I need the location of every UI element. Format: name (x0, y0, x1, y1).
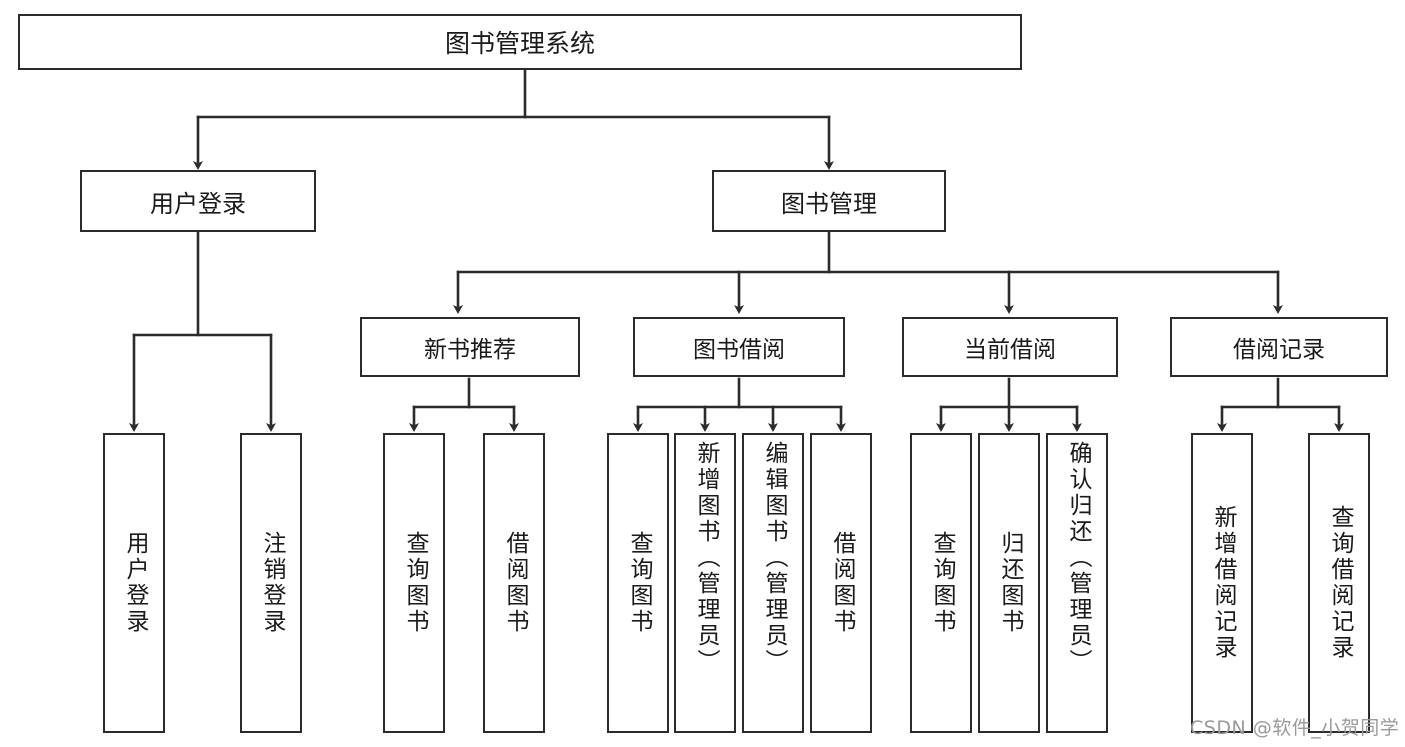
node-leaf-query-book-3[interactable]: 查询图书 (910, 433, 972, 733)
node-leaf-add-book-label: 新增图书（管理员） (692, 441, 719, 675)
node-leaf-borrow-book-2[interactable]: 借阅图书 (810, 433, 872, 733)
node-leaf-query-book-3-label: 查询图书 (928, 531, 955, 635)
node-leaf-query-book-1-label: 查询图书 (401, 531, 428, 635)
node-leaf-logout-login[interactable]: 注销登录 (240, 433, 302, 733)
node-leaf-return-book[interactable]: 归还图书 (978, 433, 1040, 733)
node-leaf-return-book-label: 归还图书 (996, 531, 1023, 635)
node-leaf-query-book-2[interactable]: 查询图书 (607, 433, 669, 733)
node-user-login[interactable]: 用户登录 (80, 170, 316, 232)
node-leaf-add-book[interactable]: 新增图书（管理员） (674, 433, 736, 733)
node-current-borrow-label: 当前借阅 (964, 337, 1056, 363)
node-leaf-add-record[interactable]: 新增借阅记录 (1191, 433, 1253, 733)
node-leaf-user-login-label: 用户登录 (121, 531, 148, 635)
node-root-label: 图书管理系统 (444, 29, 595, 58)
node-user-login-label: 用户登录 (150, 189, 246, 218)
node-book-borrow-label: 图书借阅 (693, 337, 785, 363)
node-root[interactable]: 图书管理系统 (18, 14, 1022, 70)
watermark: CSDN @软件_小贺同学 (1190, 717, 1400, 739)
node-leaf-query-book-1[interactable]: 查询图书 (383, 433, 445, 733)
node-leaf-query-book-2-label: 查询图书 (625, 531, 652, 635)
node-new-book-recommend-label: 新书推荐 (424, 337, 516, 363)
node-leaf-borrow-book-1-label: 借阅图书 (501, 531, 528, 635)
node-leaf-query-record-label: 查询借阅记录 (1326, 505, 1353, 661)
node-book-management[interactable]: 图书管理 (712, 170, 946, 232)
node-leaf-edit-book[interactable]: 编辑图书（管理员） (742, 433, 804, 733)
node-leaf-logout-login-label: 注销登录 (258, 531, 285, 635)
node-leaf-borrow-book-2-label: 借阅图书 (828, 531, 855, 635)
node-new-book-recommend[interactable]: 新书推荐 (360, 317, 580, 377)
node-leaf-borrow-book-1[interactable]: 借阅图书 (483, 433, 545, 733)
node-leaf-edit-book-label: 编辑图书（管理员） (760, 441, 787, 675)
node-book-management-label: 图书管理 (781, 189, 877, 218)
node-borrow-record-label: 借阅记录 (1233, 337, 1325, 363)
node-leaf-add-record-label: 新增借阅记录 (1209, 505, 1236, 661)
node-borrow-record[interactable]: 借阅记录 (1170, 317, 1388, 377)
node-leaf-confirm-return-label: 确认归还（管理员） (1064, 441, 1091, 675)
node-leaf-user-login[interactable]: 用户登录 (103, 433, 165, 733)
node-book-borrow[interactable]: 图书借阅 (633, 317, 845, 377)
node-leaf-confirm-return[interactable]: 确认归还（管理员） (1046, 433, 1108, 733)
node-leaf-query-record[interactable]: 查询借阅记录 (1308, 433, 1370, 733)
node-current-borrow[interactable]: 当前借阅 (902, 317, 1118, 377)
